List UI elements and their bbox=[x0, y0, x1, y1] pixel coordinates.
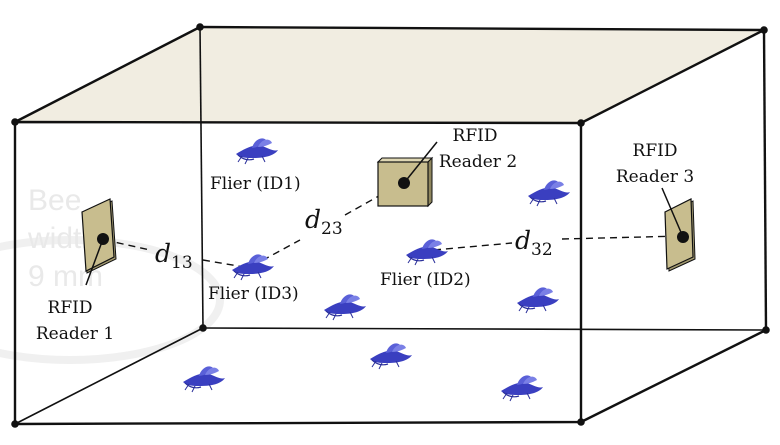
ceiling-face bbox=[15, 27, 764, 123]
bee-icon-id1 bbox=[235, 137, 279, 165]
reader-3-label-line1: RFID bbox=[633, 141, 678, 161]
box-edges bbox=[13, 25, 768, 426]
reader-1-label-line1: RFID bbox=[48, 298, 93, 318]
d32-line-b bbox=[561, 235, 683, 240]
rfid-reader-3: RFID Reader 3 bbox=[616, 141, 696, 272]
bee-icon bbox=[516, 286, 560, 314]
bee-icon bbox=[500, 374, 544, 402]
bee-icon bbox=[527, 179, 571, 207]
flier-label-id3: Flier (ID3) bbox=[208, 284, 299, 304]
box-vertices bbox=[11, 23, 770, 428]
rfid-reader-2: RFID Reader 2 bbox=[376, 126, 517, 208]
reader-2-label-line1: RFID bbox=[453, 126, 498, 146]
bee-icon bbox=[182, 365, 226, 393]
reader-2-label-line2: Reader 2 bbox=[439, 152, 517, 172]
distance-label-d32: d32 bbox=[515, 226, 553, 260]
bee-icon bbox=[323, 293, 367, 321]
reader-1-label-line2: Reader 1 bbox=[36, 324, 114, 344]
reader-3-label-line2: Reader 3 bbox=[616, 167, 694, 187]
bee-icon bbox=[369, 342, 413, 370]
distance-label-d13: d13 bbox=[155, 239, 193, 273]
ghost-text-1: Bee bbox=[28, 184, 81, 217]
flier-label-id2: Flier (ID2) bbox=[380, 270, 471, 290]
d13-line-a bbox=[104, 239, 151, 251]
flier-label-id1: Flier (ID1) bbox=[210, 174, 301, 194]
d23-line-a bbox=[251, 239, 301, 267]
distance-label-d23: d23 bbox=[305, 205, 343, 239]
bee-icon-id2 bbox=[405, 238, 449, 266]
hidden-edges bbox=[14, 26, 767, 425]
room-box bbox=[11, 23, 770, 428]
d32-line-a bbox=[433, 242, 513, 251]
rfid-reader-1: RFID Reader 1 bbox=[36, 198, 117, 344]
